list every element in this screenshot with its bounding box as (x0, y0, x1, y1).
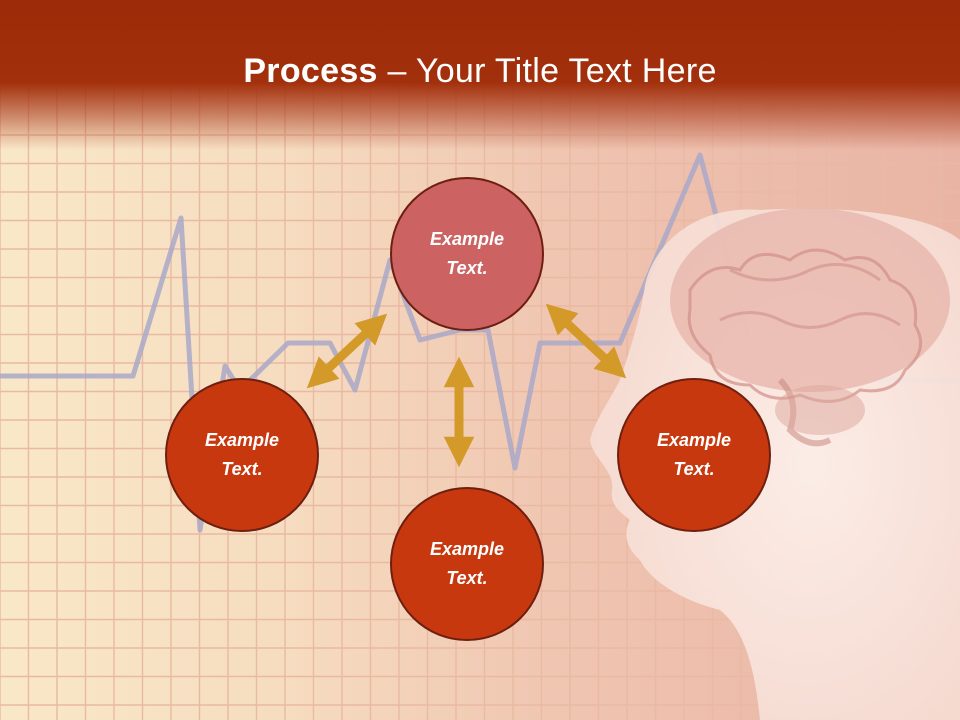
brain-shape (670, 208, 950, 392)
process-node-top: Example Text. (390, 177, 544, 331)
process-node-bottom: Example Text. (390, 487, 544, 641)
process-node-left: Example Text. (165, 378, 319, 532)
double-headed-arrow-icon (306, 313, 388, 389)
slide-title: Process – Your Title Text Here (243, 52, 717, 90)
title-bar (0, 0, 960, 150)
process-node-right: Example Text. (617, 378, 771, 532)
double-headed-arrow-icon (545, 303, 627, 379)
